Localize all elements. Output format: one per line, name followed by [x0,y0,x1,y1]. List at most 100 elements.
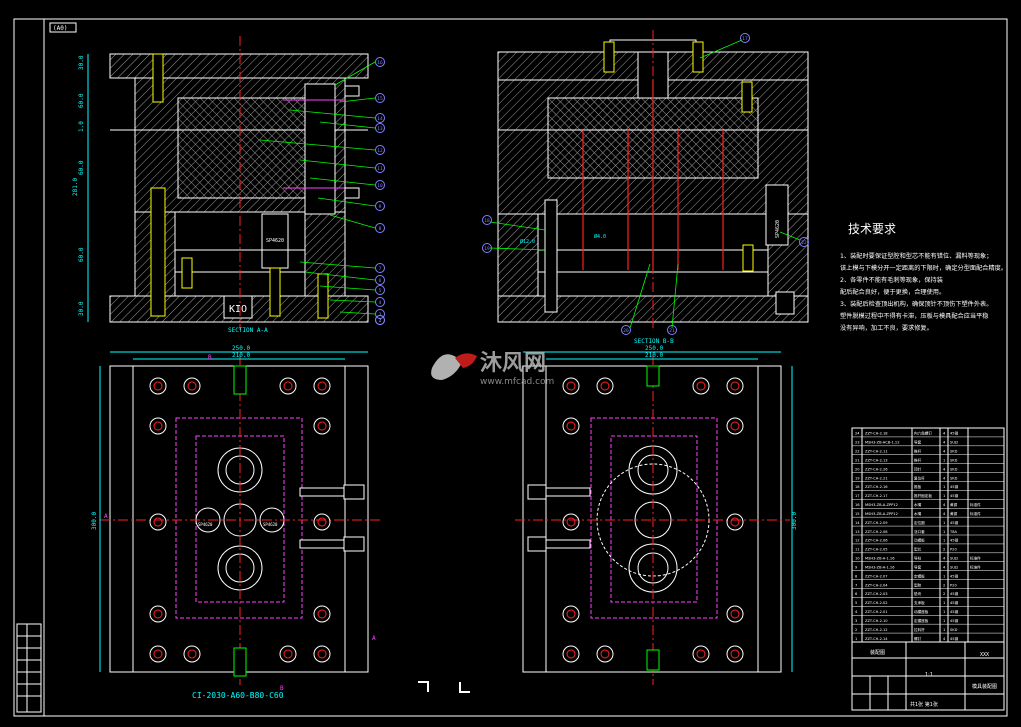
bolt-hole-center [187,649,197,659]
pr-dim-side: 300.0 [791,512,798,530]
table-cell: 黄铜 [950,511,958,516]
mf-logo-icon [431,353,477,380]
table-cell: ZZT-CH-2.12 [865,628,888,632]
bolt-hole [726,417,744,435]
table-cell: 45钢 [950,600,959,605]
table-cell: 推杆固定板 [914,493,932,498]
tech-line: 1、装配时要保证型腔和型芯不能有错位、漏料等现象； [840,252,992,260]
dim-aa-5: 60.0 [78,247,85,262]
bolt-hole-center [283,649,293,659]
balloon-aa-label: 1 [379,318,382,324]
table-cell: SUJ2 [950,441,958,445]
dim-aa-4: 281.0 [72,178,79,196]
bolt-hole [279,377,297,395]
bolt-hole [149,377,167,395]
bolt-hole-center [153,381,163,391]
bolt-hole-center [566,517,576,527]
balloon-aa-label: 15 [377,96,383,102]
section-aa: SP4620 KIO 30.0 60.0 1.0 60.0 281.0 60.0… [72,36,376,330]
watermark: 沐风网 www.mfcad.com [431,351,554,387]
table-cell: 4 [943,503,946,507]
table-cell: 24 [855,432,860,436]
table-cell: 导套 [914,564,922,569]
table-cell: 2 [943,583,945,587]
balloon-aa [375,113,385,123]
table-cell: SKD [950,450,958,454]
table-cell: 2 [943,548,945,552]
watermark-url: www.mfcad.com [480,377,554,387]
plan-bubble-2: SP4620 [263,522,278,527]
bolt-hole-center [317,609,327,619]
table-cell: MSH3-ZB-A-1.16 [865,557,895,561]
table-cell: 水嘴 [914,511,922,516]
bolt-hole [596,377,614,395]
table-cell: 导柱 [914,556,922,561]
corner-marks [418,681,470,693]
tb-title: 模具装配图 [972,683,997,690]
tb-scale: 1:1 [925,672,933,678]
balloon-bb-label: 20 [623,328,629,334]
bolt-hole-center [696,649,706,659]
table-cell: 45钢 [950,484,959,489]
table-cell: 18 [855,485,860,489]
table-cell: 推杆 [914,449,922,454]
table-cell: 1 [943,601,945,605]
balloon-aa-label: 7 [379,266,382,272]
bolt-hole-center [566,421,576,431]
bolt-hole [726,377,744,395]
tb-sheet: 共1张 第1张 [910,701,938,708]
title-block [851,641,1005,711]
bolt-hole [149,513,167,531]
bolt-hole [183,645,201,663]
balloon-aa-label: 6 [379,278,382,284]
table-cell: 标准件 [970,511,981,516]
bolt-hole [149,605,167,623]
pl-dim-top2: 210.0 [232,352,250,359]
balloon-aa-label: 12 [377,148,383,154]
table-cell: 4 [943,512,946,516]
sec-mark-a-left: A [104,513,108,520]
table-cell: SKD [950,476,958,480]
table-cell: 16 [855,503,860,507]
table-cell: 4 [943,637,946,641]
plan-right: 250.0 210.0 300.0 [515,345,798,685]
bolt-hole [183,377,201,395]
tech-line: 配后配合良好，便于更换，合理使用。 [840,288,945,296]
part-mark: KIO [229,304,247,315]
balloon-aa [375,275,385,285]
balloon-aa [375,180,385,190]
table-cell: 1 [943,619,945,623]
table-cell: 45钢 [950,520,959,525]
bolt-hole-center [153,649,163,659]
balloon-aa-label: 10 [377,183,383,189]
table-cell: ZZT-CH-2.14 [865,637,888,641]
mold-base-designation: CI-2030-A60-B80-C60 [192,691,284,700]
side-strip [16,623,42,713]
balloon-bb-label: 22 [801,240,807,246]
table-cell: 2 [943,592,945,596]
balloon-aa [375,93,385,103]
tech-requirements: 技术要求 1、装配时要保证型腔和型芯不能有错位、漏料等现象； 该上模与下模分开一… [840,222,1007,332]
table-cell: 22 [855,450,860,454]
table-cell: 垫块 [914,591,922,596]
dim-aa-6: 30.0 [78,301,85,316]
table-cell: 标准件 [970,556,981,561]
bolt-hole-center [153,517,163,527]
balloon-bb [799,237,809,247]
balloon-aa [375,123,385,133]
bb-dia2: Ø4.0 [594,233,606,240]
table-cell: 12 [855,539,860,543]
balloon-aa [375,263,385,273]
table-cell: ZZT-CH-2.11 [865,450,888,454]
table-cell: ZZT-CH-2.04 [865,583,888,587]
table-cell: ZZT-CH-2.21 [865,476,888,480]
bolt-hole-center [566,649,576,659]
plan-left: SP4620 SP4620 250.0 210.0 300.0 B A A B … [91,345,380,700]
table-cell: 11 [855,548,860,552]
table-cell: 45钢 [950,636,959,641]
table-cell: 19 [855,476,860,480]
balloon-bb [621,325,631,335]
table-cell: SKD [950,467,958,471]
balloon-aa-label: 8 [379,226,382,232]
table-cell: 1 [943,458,945,462]
